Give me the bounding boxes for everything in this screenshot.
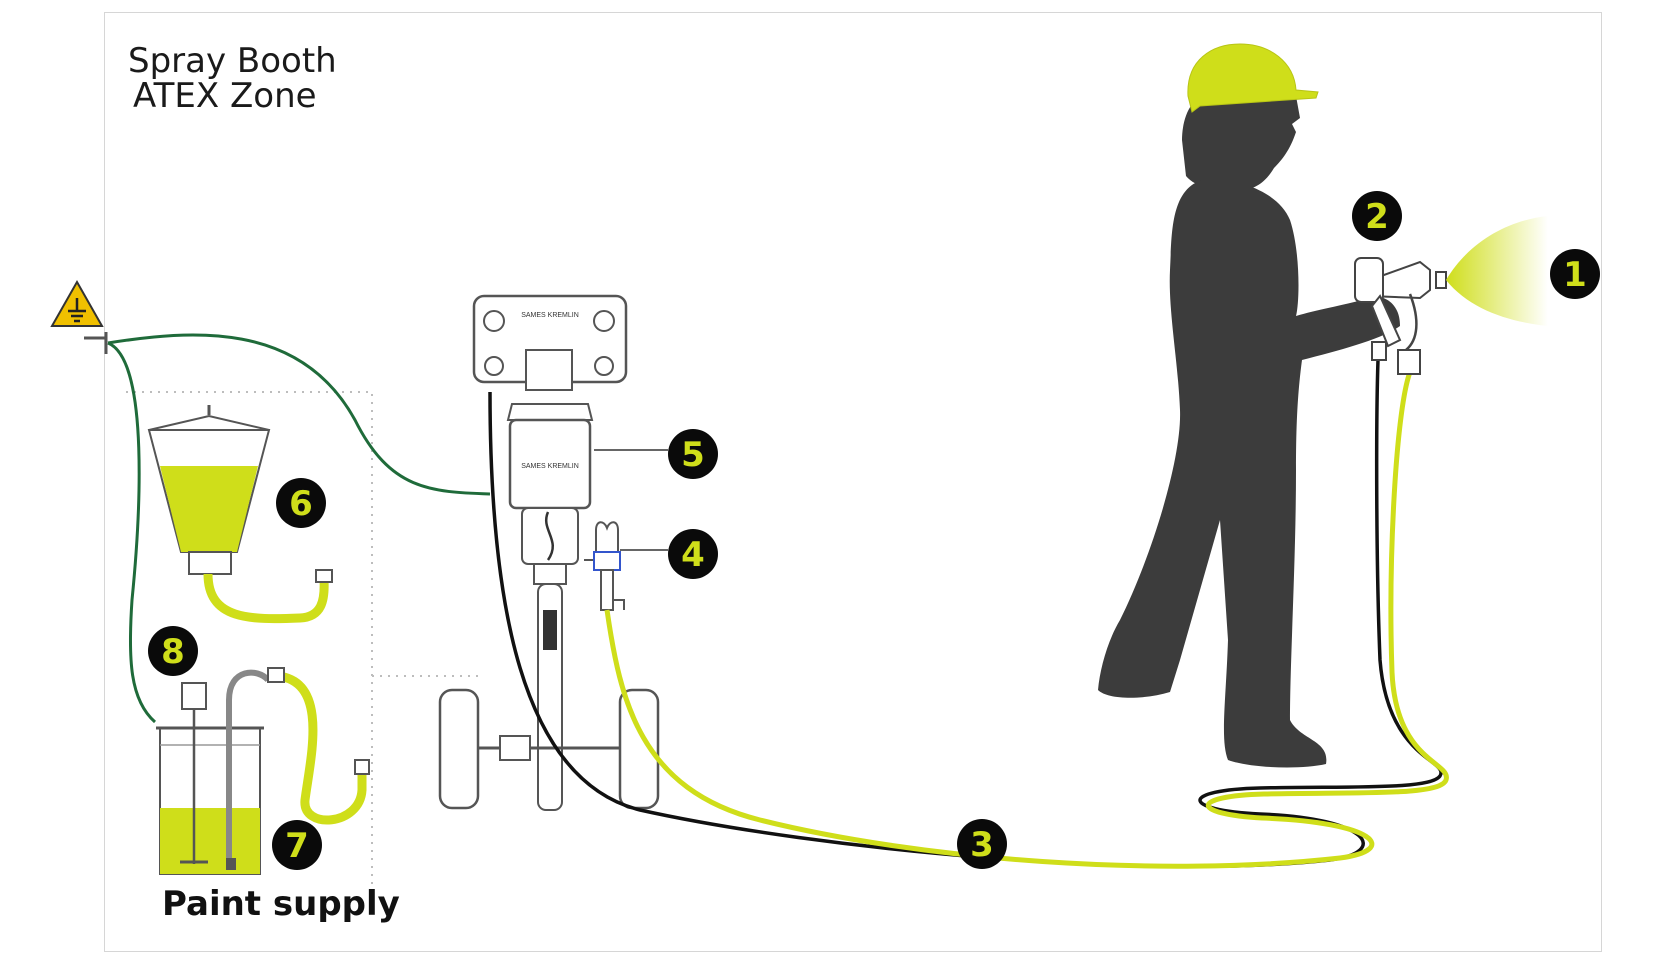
svg-text:6: 6 <box>289 484 313 524</box>
svg-text:8: 8 <box>161 632 185 672</box>
svg-text:1: 1 <box>1563 255 1587 295</box>
paint-hose <box>604 371 1449 869</box>
ground-warning-icon <box>50 279 104 327</box>
supply-area-border <box>126 391 480 884</box>
marker-3: 3 <box>957 819 1007 869</box>
ground-wire <box>107 333 491 496</box>
ground-clamp-icon <box>84 332 108 354</box>
filter-icon <box>593 521 625 611</box>
worker-silhouette <box>1098 94 1400 768</box>
marker-5: 5 <box>668 429 718 479</box>
pump-icon: SAMES KREMLIN SAMES KREMLIN <box>438 294 660 811</box>
spray-gun-icon <box>1354 257 1447 375</box>
ground-wire-drum <box>107 341 156 724</box>
zone-title-line2: ATEX Zone <box>133 76 317 116</box>
svg-text:4: 4 <box>681 535 705 575</box>
marker-8: 8 <box>148 626 198 676</box>
svg-text:7: 7 <box>285 826 309 866</box>
pump-brand-body: SAMES KREMLIN <box>521 463 579 470</box>
paint-drum-icon <box>156 667 370 875</box>
pump-brand-top: SAMES KREMLIN <box>521 312 579 319</box>
marker-4: 4 <box>668 529 718 579</box>
svg-text:5: 5 <box>681 435 705 475</box>
spray-cone <box>1446 216 1548 326</box>
zone-title-line1: Spray Booth <box>128 41 337 81</box>
marker-6: 6 <box>276 478 326 528</box>
booth-frame <box>104 12 1602 952</box>
air-hose <box>488 359 1443 869</box>
hard-hat-icon <box>1187 43 1319 113</box>
svg-text:2: 2 <box>1365 197 1389 237</box>
svg-text:3: 3 <box>970 825 994 865</box>
paint-supply-label: Paint supply <box>162 884 400 924</box>
marker-1: 1 <box>1550 249 1600 299</box>
marker-2: 2 <box>1352 191 1402 241</box>
hopper-icon <box>147 405 333 624</box>
marker-7: 7 <box>272 820 322 870</box>
